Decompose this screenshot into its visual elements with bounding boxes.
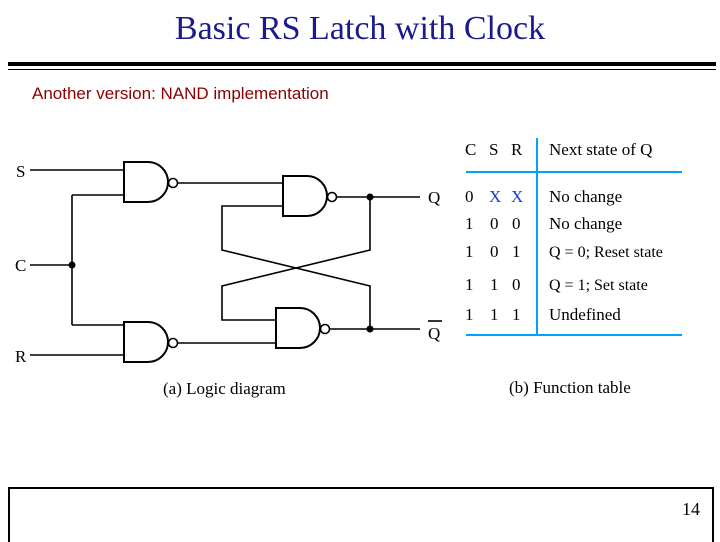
table-cell-next-state: No change bbox=[549, 187, 622, 206]
table-cell-s: 0 bbox=[490, 214, 499, 233]
function-table-caption: (b) Function table bbox=[509, 378, 631, 397]
output-label-q: Q bbox=[428, 188, 440, 207]
table-cell-next-state: Undefined bbox=[549, 305, 621, 324]
nand-gate-4-bubble bbox=[319, 323, 331, 335]
logic-diagram-caption: (a) Logic diagram bbox=[163, 379, 286, 398]
nand-gate-3 bbox=[123, 321, 169, 363]
nand-gate-3-bubble bbox=[167, 337, 179, 349]
table-cell-r: 0 bbox=[512, 275, 521, 294]
junction-q bbox=[366, 193, 374, 201]
table-header-r: R bbox=[511, 140, 523, 159]
table-header-c: C bbox=[465, 140, 476, 159]
nand-gate-2 bbox=[282, 175, 328, 217]
table-cell-s: 1 bbox=[490, 275, 499, 294]
nand-gate-4 bbox=[275, 307, 321, 349]
table-cell-c: 1 bbox=[465, 275, 474, 294]
table-cell-s: 1 bbox=[490, 305, 499, 324]
table-cell-c: 0 bbox=[465, 187, 474, 206]
footer-frame bbox=[8, 487, 714, 542]
table-cell-r: 1 bbox=[512, 242, 521, 261]
page-number: 14 bbox=[682, 499, 700, 519]
nand-gate-2-bubble bbox=[326, 191, 338, 203]
slide-subtitle: Another version: NAND implementation bbox=[32, 84, 329, 103]
nand-gate-1 bbox=[123, 161, 169, 203]
table-cell-next-state: Q = 1; Set state bbox=[549, 277, 648, 294]
function-table bbox=[466, 138, 682, 336]
table-cell-r: 0 bbox=[512, 214, 521, 233]
table-cell-c: 1 bbox=[465, 305, 474, 324]
table-cell-next-state: Q = 0; Reset state bbox=[549, 244, 663, 261]
title-rule-thick bbox=[8, 62, 716, 66]
input-label-c: C bbox=[15, 256, 26, 275]
title-rule-thin bbox=[8, 69, 716, 70]
feedback-qbar-to-g2 bbox=[221, 205, 371, 329]
logic-diagram bbox=[30, 161, 420, 363]
table-cell-c: 1 bbox=[465, 214, 474, 233]
input-label-r: R bbox=[15, 347, 27, 366]
table-cell-next-state: No change bbox=[549, 214, 622, 233]
slide-title: Basic RS Latch with Clock bbox=[174, 10, 546, 47]
table-cell-c: 1 bbox=[465, 242, 474, 261]
output-label-qbar: Q bbox=[428, 324, 440, 343]
table-cell-r: X bbox=[511, 187, 523, 206]
nand-gate-1-bubble bbox=[167, 177, 179, 189]
table-cell-r: 1 bbox=[512, 305, 521, 324]
table-cell-s: X bbox=[489, 187, 501, 206]
junction-c bbox=[68, 261, 76, 269]
junction-qbar bbox=[366, 325, 374, 333]
table-header-s: S bbox=[489, 140, 498, 159]
table-header-next-state: Next state of Q bbox=[549, 140, 652, 159]
feedback-q-to-g4 bbox=[221, 197, 371, 321]
input-label-s: S bbox=[16, 162, 25, 181]
table-cell-s: 0 bbox=[490, 242, 499, 261]
